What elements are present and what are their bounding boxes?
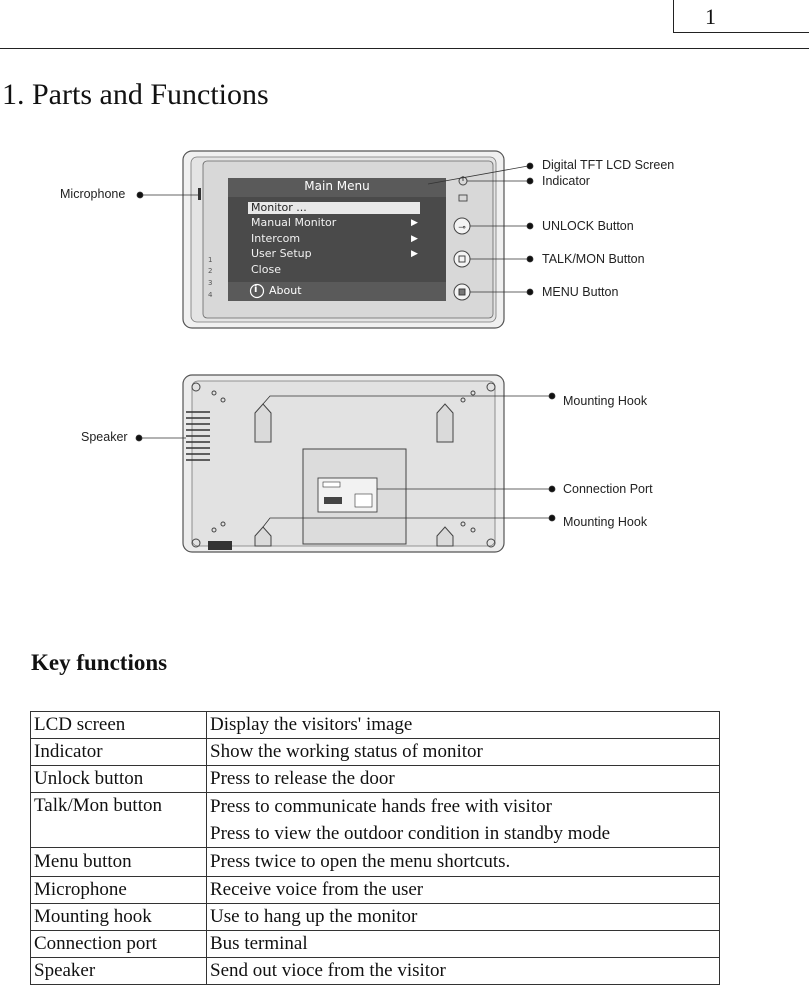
table-row: LCD screen Display the visitors' image bbox=[30, 711, 720, 739]
speaker-grille bbox=[186, 411, 210, 461]
menu-item-intercom: Intercom bbox=[251, 232, 301, 245]
device-illustrations: ⊸ bbox=[135, 150, 556, 553]
key-cell: Talk/Mon button bbox=[30, 792, 207, 848]
desc-cell: Press to communicate hands free with vis… bbox=[206, 792, 720, 848]
table-row: Unlock button Press to release the door bbox=[30, 765, 720, 793]
mounting-hook-right bbox=[436, 403, 454, 443]
callout-mounting-hook-top: Mounting Hook bbox=[563, 394, 648, 408]
key-cell: Connection port bbox=[30, 930, 207, 958]
talk-mon-button-shape bbox=[453, 250, 471, 268]
microphone-slot bbox=[198, 188, 201, 200]
key-cell: Indicator bbox=[30, 738, 207, 766]
menu-about: About bbox=[269, 284, 302, 297]
callout-mounting-hook-bottom: Mounting Hook bbox=[563, 515, 648, 529]
monitor-back bbox=[135, 374, 556, 553]
desc-cell: Receive voice from the user bbox=[206, 876, 720, 904]
callout-menu: MENU Button bbox=[542, 285, 619, 299]
label-plate bbox=[208, 541, 232, 550]
side-number: 1 bbox=[208, 256, 213, 264]
section-title: 1. Parts and Functions bbox=[2, 78, 269, 111]
desc-cell: Send out vioce from the visitor bbox=[206, 957, 720, 985]
callout-indicator: Indicator bbox=[542, 174, 590, 188]
info-icon: i bbox=[254, 284, 258, 295]
desc-cell: Press to release the door bbox=[206, 765, 720, 793]
mail-icon bbox=[458, 194, 468, 202]
submenu-arrow-icon: ▶ bbox=[411, 249, 418, 259]
table-row: Talk/Mon button Press to communicate han… bbox=[30, 792, 720, 848]
desc-cell: Use to hang up the monitor bbox=[206, 903, 720, 931]
key-cell: Microphone bbox=[30, 876, 207, 904]
table-row: Speaker Send out vioce from the visitor bbox=[30, 957, 720, 985]
side-number: 2 bbox=[208, 267, 213, 275]
desc-cell: Bus terminal bbox=[206, 930, 720, 958]
menu-item-manual-monitor: Manual Monitor bbox=[251, 216, 337, 229]
desc-line: Press to view the outdoor condition in s… bbox=[210, 823, 611, 844]
key-cell: Speaker bbox=[30, 957, 207, 985]
side-number: 4 bbox=[208, 291, 213, 299]
callout-connection-port: Connection Port bbox=[563, 482, 653, 496]
menu-item-close: Close bbox=[251, 263, 281, 276]
key-cell: Menu button bbox=[30, 847, 207, 877]
key-functions-title: Key functions bbox=[31, 650, 168, 675]
table-row: Menu button Press twice to open the menu… bbox=[30, 847, 720, 877]
desc-line: Press to communicate hands free with vis… bbox=[210, 796, 552, 817]
callout-unlock: UNLOCK Button bbox=[542, 219, 634, 233]
table-row: Mounting hook Use to hang up the monitor bbox=[30, 903, 720, 931]
callout-screen: Digital TFT LCD Screen bbox=[542, 158, 675, 172]
lcd-screen bbox=[228, 178, 446, 301]
desc-cell: Show the working status of monitor bbox=[206, 738, 720, 766]
submenu-arrow-icon: ▶ bbox=[411, 234, 418, 244]
page-number: 1 bbox=[705, 4, 716, 29]
desc-cell: Press twice to open the menu shortcuts. bbox=[206, 847, 720, 877]
page-number-box bbox=[673, 0, 809, 33]
table-row: Connection port Bus terminal bbox=[30, 930, 720, 958]
menu-item-user-setup: User Setup bbox=[251, 247, 312, 260]
table-row: Microphone Receive voice from the user bbox=[30, 876, 720, 904]
side-number: 3 bbox=[208, 279, 213, 287]
callout-microphone: Microphone bbox=[60, 187, 126, 201]
svg-text:⊸: ⊸ bbox=[458, 223, 466, 233]
submenu-arrow-icon: ▶ bbox=[411, 218, 418, 228]
key-cell: LCD screen bbox=[30, 711, 207, 739]
desc-cell: Display the visitors' image bbox=[206, 711, 720, 739]
key-cell: Unlock button bbox=[30, 765, 207, 793]
callout-talk-mon: TALK/MON Button bbox=[542, 252, 645, 266]
table-row: Indicator Show the working status of mon… bbox=[30, 738, 720, 766]
mounting-hook-left bbox=[254, 403, 272, 443]
monitor-front: ⊸ bbox=[136, 150, 534, 329]
key-functions-table: LCD screen Display the visitors' image I… bbox=[30, 711, 720, 985]
screw-holes bbox=[191, 382, 496, 548]
callout-speaker: Speaker bbox=[81, 430, 128, 444]
key-cell: Mounting hook bbox=[30, 903, 207, 931]
menu-title: Main Menu bbox=[304, 179, 370, 193]
header-rule bbox=[0, 48, 809, 49]
menu-item-monitor: Monitor ... bbox=[251, 201, 307, 214]
